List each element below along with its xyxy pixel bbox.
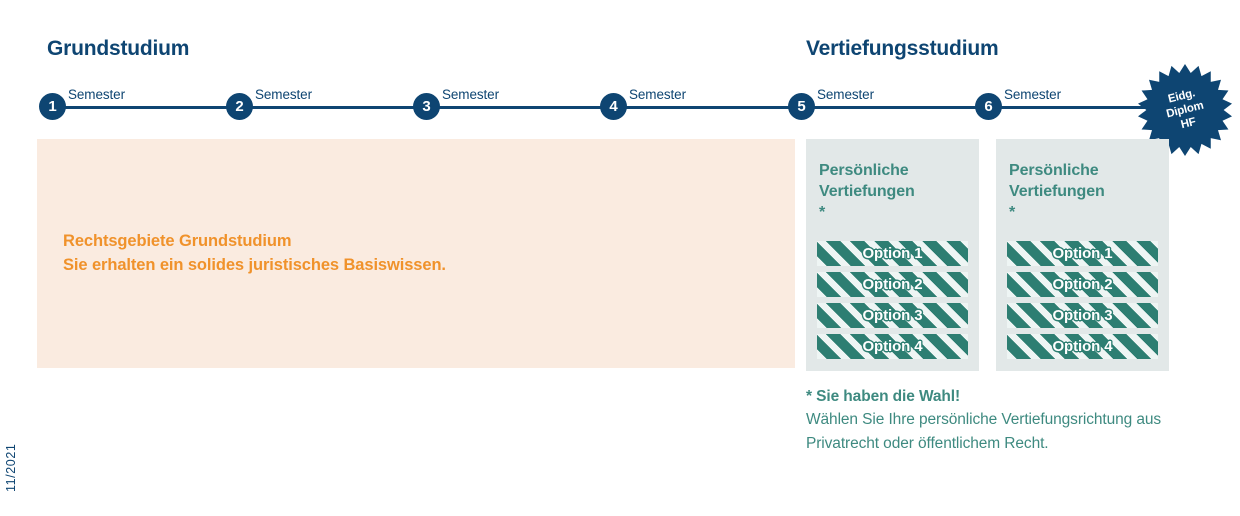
timeline-node-1[interactable]: 1 Semester: [39, 80, 169, 136]
panel-2-heading-line-1: Persönliche: [1009, 162, 1099, 179]
panel-1-option-1-label: Option 1: [862, 245, 923, 262]
timeline-number-6: 6: [975, 93, 1002, 120]
panel-1-option-3[interactable]: Option 3: [817, 303, 968, 328]
panel-1-option-3-label: Option 3: [862, 307, 923, 324]
panel-2-option-3[interactable]: Option 3: [1007, 303, 1158, 328]
panel-2-option-4[interactable]: Option 4: [1007, 334, 1158, 359]
panel-1-footnote-marker: *: [819, 204, 826, 221]
panel-2-option-2[interactable]: Option 2: [1007, 272, 1158, 297]
diploma-starburst-badge: Eidg. Diplom HF: [1138, 63, 1232, 157]
starburst-icon: [1138, 63, 1232, 157]
timeline-node-6[interactable]: 6 Semester: [975, 80, 1105, 136]
semester-timeline: 1 Semester 2 Semester 3 Semester 4 Semes…: [0, 80, 1240, 140]
timeline-number-2: 2: [226, 93, 253, 120]
panel-2-option-2-label: Option 2: [1052, 276, 1113, 293]
timeline-node-2[interactable]: 2 Semester: [226, 80, 356, 136]
panel-1-option-4[interactable]: Option 4: [817, 334, 968, 359]
footnote-headline: * Sie haben die Wahl!: [806, 388, 961, 405]
timeline-node-5[interactable]: 5 Semester: [788, 80, 918, 136]
timeline-node-3[interactable]: 3 Semester: [413, 80, 543, 136]
section-title-vertiefungsstudium: Vertiefungsstudium: [806, 37, 999, 60]
panel-2-option-3-label: Option 3: [1052, 307, 1113, 324]
panel-1-option-4-label: Option 4: [862, 338, 923, 355]
panel-1-option-1[interactable]: Option 1: [817, 241, 968, 266]
footnote-body: Wählen Sie Ihre persönliche Vertiefungsr…: [806, 411, 1162, 452]
panel-2-option-1[interactable]: Option 1: [1007, 241, 1158, 266]
timeline-label-6: Semester: [1004, 87, 1061, 102]
grundstudium-text: Rechtsgebiete Grundstudium Sie erhalten …: [63, 230, 446, 278]
panel-2-option-4-label: Option 4: [1052, 338, 1113, 355]
grundstudium-text-line-2: Sie erhalten ein solides juristisches Ba…: [63, 255, 446, 274]
timeline-label-2: Semester: [255, 87, 312, 102]
grundstudium-content-block: Rechtsgebiete Grundstudium Sie erhalten …: [37, 139, 795, 368]
panel-1-option-2-label: Option 2: [862, 276, 923, 293]
timeline-label-5: Semester: [817, 87, 874, 102]
panel-2-option-list: Option 1 Option 2 Option 3 Option 4: [1007, 241, 1158, 365]
panel-2-heading-line-2: Vertiefungen: [1009, 183, 1105, 201]
section-title-grundstudium: Grundstudium: [47, 37, 190, 60]
timeline-label-1: Semester: [68, 87, 125, 102]
panel-2-heading: Persönliche Vertiefungen: [1009, 160, 1105, 202]
timeline-label-3: Semester: [442, 87, 499, 102]
vertiefung-panel-semester-6: Persönliche Vertiefungen * Option 1 Opti…: [996, 139, 1169, 371]
panel-2-option-1-label: Option 1: [1052, 245, 1113, 262]
timeline-node-4[interactable]: 4 Semester: [600, 80, 730, 136]
panel-2-footnote-marker: *: [1009, 204, 1016, 221]
timeline-label-4: Semester: [629, 87, 686, 102]
timeline-number-4: 4: [600, 93, 627, 120]
panel-1-option-2[interactable]: Option 2: [817, 272, 968, 297]
panel-1-option-list: Option 1 Option 2 Option 3 Option 4: [817, 241, 968, 365]
timeline-number-1: 1: [39, 93, 66, 120]
timeline-number-5: 5: [788, 93, 815, 120]
timeline-number-3: 3: [413, 93, 440, 120]
panel-1-heading-line-1: Persönliche: [819, 162, 909, 179]
footnote-block: * Sie haben die Wahl! Wählen Sie Ihre pe…: [806, 385, 1166, 455]
panel-1-heading: Persönliche Vertiefungen: [819, 160, 915, 202]
vertiefung-panel-semester-5: Persönliche Vertiefungen * Option 1 Opti…: [806, 139, 979, 371]
panel-1-heading-line-2: Vertiefungen: [819, 183, 915, 201]
grundstudium-text-line-1: Rechtsgebiete Grundstudium: [63, 232, 292, 250]
date-stamp: 11/2021: [4, 443, 18, 492]
